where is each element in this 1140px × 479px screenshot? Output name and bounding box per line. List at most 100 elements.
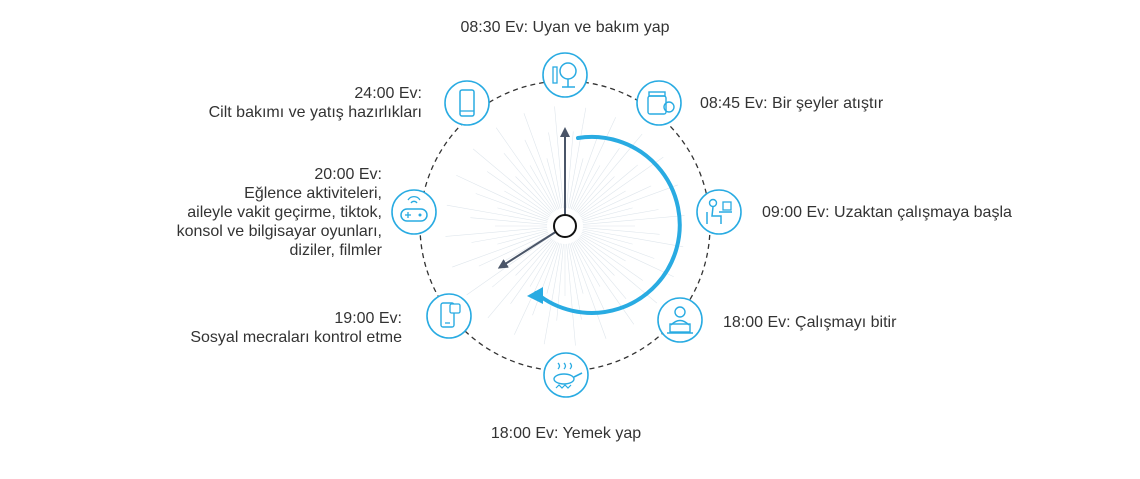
background-ray: [581, 184, 678, 221]
background-ray: [503, 153, 554, 213]
label-line: Sosyal mecraları kontrol etme: [190, 329, 402, 346]
background-ray: [487, 239, 554, 319]
phone-social-icon: [426, 293, 472, 339]
background-ray: [497, 230, 548, 245]
background-ray: [532, 242, 560, 316]
label-line: 09:00 Ev: Uzaktan çalışmaya başla: [762, 204, 1012, 221]
background-ray: [567, 107, 587, 209]
clock-center: [553, 214, 577, 238]
background-ray: [579, 236, 643, 281]
background-ray: [472, 148, 552, 215]
background-ray: [566, 131, 574, 209]
background-ray: [510, 240, 555, 304]
label-line: diziler, filmler: [289, 242, 382, 259]
background-ray: [546, 243, 561, 294]
background-ray: [582, 227, 660, 235]
background-ray: [466, 236, 551, 296]
background-ray: [577, 176, 615, 214]
background-ray: [581, 185, 652, 219]
background-ray: [566, 243, 576, 346]
background-ray: [578, 237, 658, 304]
background-ray: [515, 176, 553, 214]
background-ray: [445, 227, 548, 237]
background-ray: [582, 230, 633, 245]
background-ray: [580, 234, 626, 262]
label-line: Eğlence aktiviteleri,: [244, 185, 382, 202]
background-ray: [580, 190, 626, 218]
background-ray: [572, 117, 616, 210]
label-1800-work: 18:00 Ev: Çalışmayı bitir: [723, 313, 896, 332]
label-0900: 09:00 Ev: Uzaktan çalışmaya başla: [762, 203, 1012, 222]
background-ray: [569, 243, 584, 294]
background-ray: [572, 242, 606, 313]
label-line: 18:00 Ev: Yemek yap: [490, 425, 642, 442]
background-ray: [548, 132, 563, 209]
background-ray: [478, 233, 549, 267]
background-ray: [579, 156, 664, 216]
background-ray: [475, 193, 549, 221]
label-0830: 08:30 Ev: Uyan ve bakım yap: [400, 18, 730, 37]
background-ray: [581, 233, 674, 277]
background-ray: [582, 228, 684, 248]
background-ray: [576, 239, 627, 299]
label-1800-cook: 18:00 Ev: Yemek yap: [430, 424, 702, 443]
background-ray: [575, 240, 635, 325]
desk-worker-icon: [696, 189, 742, 235]
background-ray: [456, 175, 549, 219]
background-ray: [581, 231, 655, 259]
background-ray: [546, 158, 561, 209]
background-ray: [487, 171, 551, 216]
background-ray: [570, 242, 607, 339]
background-ray: [471, 228, 548, 243]
label-line: 18:00 Ev: Çalışmayı bitir: [723, 314, 897, 331]
background-ray: [529, 165, 557, 211]
label-line: 19:00 Ev:: [334, 310, 402, 327]
label-line: 08:45 Ev: Bir şeyler atıştır: [700, 95, 884, 112]
background-ray: [523, 113, 560, 210]
background-ray: [575, 148, 620, 212]
label-2400: 24:00 Ev: Cilt bakımı ve yatış hazırlıkl…: [160, 84, 422, 122]
background-ray: [492, 237, 552, 288]
background-ray: [529, 241, 557, 287]
cooking-pan-icon: [543, 352, 589, 398]
gamepad-icon: [391, 189, 437, 235]
label-line: Cilt bakımı ve yatış hazırlıkları: [208, 104, 422, 121]
mirror-makeup-icon: [542, 52, 588, 98]
background-ray: [569, 158, 584, 209]
smartphone-icon: [444, 80, 490, 126]
background-rays: [445, 106, 685, 346]
label-line: 08:30 Ev: Uyan ve bakım yap: [460, 19, 670, 36]
progress-arc-arrowhead: [527, 287, 543, 304]
label-line: konsol ve bilgisayar oyunları,: [176, 223, 382, 240]
background-ray: [524, 139, 558, 210]
background-ray: [495, 127, 555, 212]
background-ray: [515, 238, 553, 276]
background-ray: [554, 106, 564, 209]
label-line: aileyle vakit geçirme, tiktok,: [187, 204, 382, 221]
background-ray: [497, 207, 548, 222]
label-line: 24:00 Ev:: [354, 85, 422, 102]
background-ray: [543, 243, 563, 345]
background-ray: [470, 217, 548, 225]
background-ray: [582, 207, 633, 222]
background-ray: [577, 238, 615, 276]
background-ray: [514, 242, 558, 335]
background-ray: [446, 204, 548, 224]
background-ray: [504, 234, 550, 262]
background-ray: [573, 241, 601, 287]
label-1900: 19:00 Ev: Sosyal mecraları kontrol etme: [140, 309, 402, 347]
background-ray: [504, 190, 550, 218]
background-ray: [452, 231, 549, 268]
label-0845: 08:45 Ev: Bir şeyler atıştır: [700, 94, 883, 113]
background-ray: [578, 164, 638, 215]
label-2000: 20:00 Ev: Eğlence aktiviteleri, aileyle …: [120, 165, 382, 260]
label-line: 20:00 Ev:: [314, 166, 382, 183]
background-ray: [582, 209, 659, 224]
progress-arc: [534, 134, 682, 315]
background-ray: [567, 243, 582, 320]
minute-hand: [497, 225, 566, 269]
background-ray: [582, 215, 685, 225]
background-ray: [573, 165, 601, 211]
background-ray: [570, 136, 598, 210]
